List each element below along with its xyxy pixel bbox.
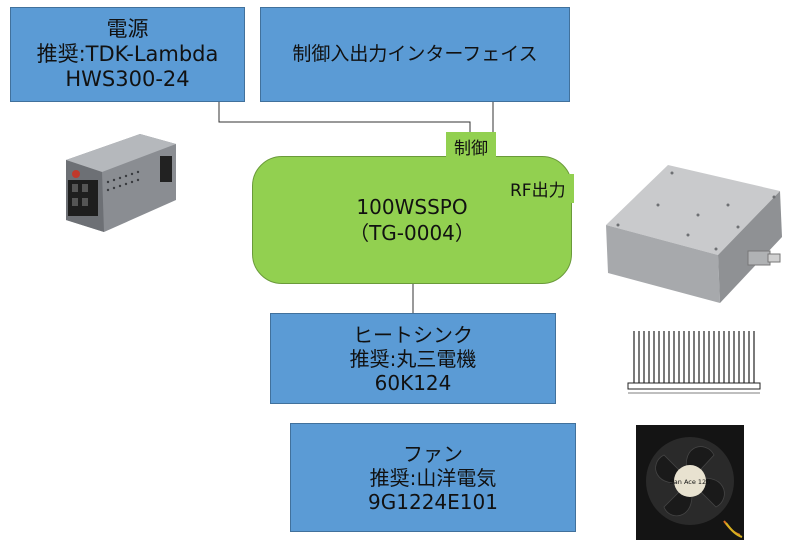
heatsink-drawing-icon [620,325,765,397]
heatsink-model: 60K124 [374,370,452,395]
power-supply-box: 電源 推奨:TDK-Lambda HWS300-24 [10,7,245,102]
psu-model: HWS300-24 [65,67,190,92]
fan-recommend: 推奨:山洋電気 [369,465,497,490]
fan-title: ファン [403,441,463,466]
psu-to-module-line [218,102,471,132]
control-interface-box: 制御入出力インターフェイス [260,7,570,102]
module-part: （TG-0004） [349,221,475,245]
fan-photo-icon: San Ace 120 [636,425,744,540]
fan-box: ファン 推奨:山洋電気 9G1224E101 [290,423,576,532]
heatsink-title: ヒートシンク [353,322,473,347]
rf-amplifier-photo-icon [598,155,786,310]
module-name: 100WSSPO [356,195,468,219]
control-interface-label: 制御入出力インターフェイス [292,43,538,66]
fan-brand-text: San Ace 120 [670,478,711,486]
power-supply-photo-icon [48,122,180,246]
heatsink-recommend: 推奨:丸三電機 [349,346,477,371]
psu-recommend: 推奨:TDK-Lambda [36,41,219,66]
fan-model: 9G1224E101 [368,489,498,514]
psu-title: 電源 [106,16,149,41]
heatsink-box: ヒートシンク 推奨:丸三電機 60K124 [270,313,556,404]
control-port-label: 制御 [446,132,496,161]
rf-output-label: RF出力 [502,174,574,203]
